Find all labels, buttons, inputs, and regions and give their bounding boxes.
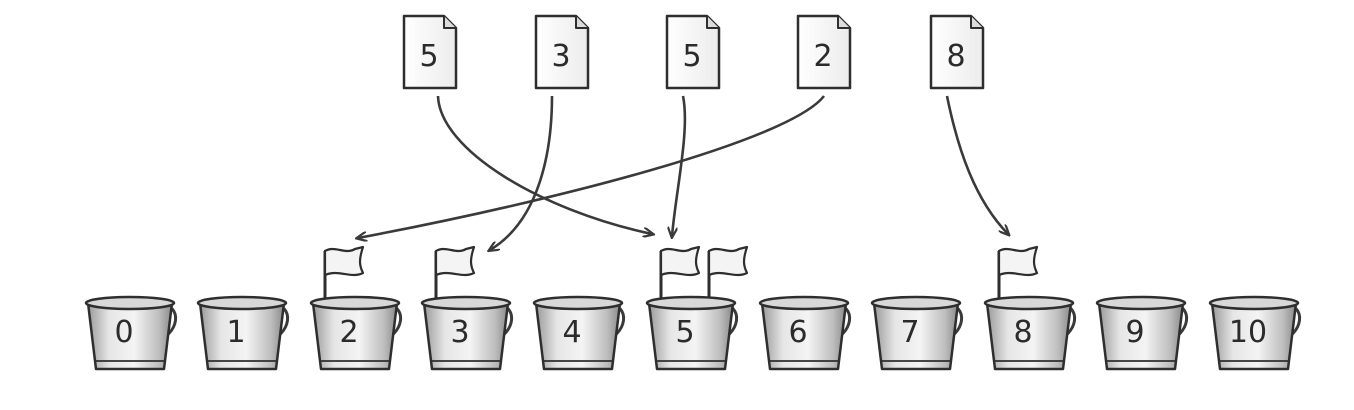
arrows-layer [358, 95, 1008, 250]
bucket-8: 8 [983, 295, 1076, 371]
bucket-label: 7 [900, 315, 919, 350]
bucket-0: 0 [84, 295, 177, 371]
bucket-label: 8 [1013, 315, 1032, 350]
document-label: 3 [551, 39, 570, 74]
bucket-1: 1 [196, 295, 289, 371]
bucket-label: 3 [450, 315, 469, 350]
bucket-label: 5 [675, 315, 694, 350]
bucket-4: 4 [532, 295, 625, 371]
flag-icon [323, 245, 365, 299]
arrow-doc-5-to-bucket-5 [672, 95, 687, 236]
bucket-7: 7 [870, 295, 963, 371]
document-label: 8 [946, 39, 965, 74]
bucket-9: 9 [1095, 295, 1188, 371]
bucket-3: 3 [420, 295, 513, 371]
flag-icon [434, 245, 476, 299]
document-icon: 3 [534, 14, 590, 90]
document-icon: 8 [929, 14, 985, 90]
documents-layer: 5 3 5 2 8 [402, 14, 985, 90]
bucket-label: 0 [114, 315, 133, 350]
document-label: 2 [813, 39, 832, 74]
document-icon: 5 [665, 14, 721, 90]
document-icon: 2 [796, 14, 852, 90]
document-label: 5 [419, 39, 438, 74]
document-label: 5 [682, 39, 701, 74]
arrow-doc-2-to-bucket-2 [358, 95, 826, 238]
bucket-label: 4 [562, 315, 581, 350]
bucket-label: 1 [226, 315, 245, 350]
bucket-label: 9 [1125, 315, 1144, 350]
document-icon: 5 [402, 14, 458, 90]
arrow-doc-3-to-bucket-3 [490, 95, 554, 250]
bucket-5: 5 [645, 295, 738, 371]
flags-layer [323, 245, 1039, 299]
flag-icon [707, 245, 749, 299]
bucket-10: 10 [1208, 295, 1301, 371]
bucket-label: 10 [1229, 315, 1267, 350]
bucket-label: 2 [339, 315, 358, 350]
bucket-6: 6 [758, 295, 851, 371]
bucket-2: 2 [309, 295, 402, 371]
arrow-doc-5-to-bucket-5 [436, 95, 652, 234]
buckets-layer: 0 1 2 3 4 5 6 7 8 9 10 [84, 295, 1301, 371]
arrow-doc-8-to-bucket-8 [945, 95, 1008, 234]
flag-icon [659, 245, 701, 299]
flag-icon [997, 245, 1039, 299]
bucket-label: 6 [788, 315, 807, 350]
